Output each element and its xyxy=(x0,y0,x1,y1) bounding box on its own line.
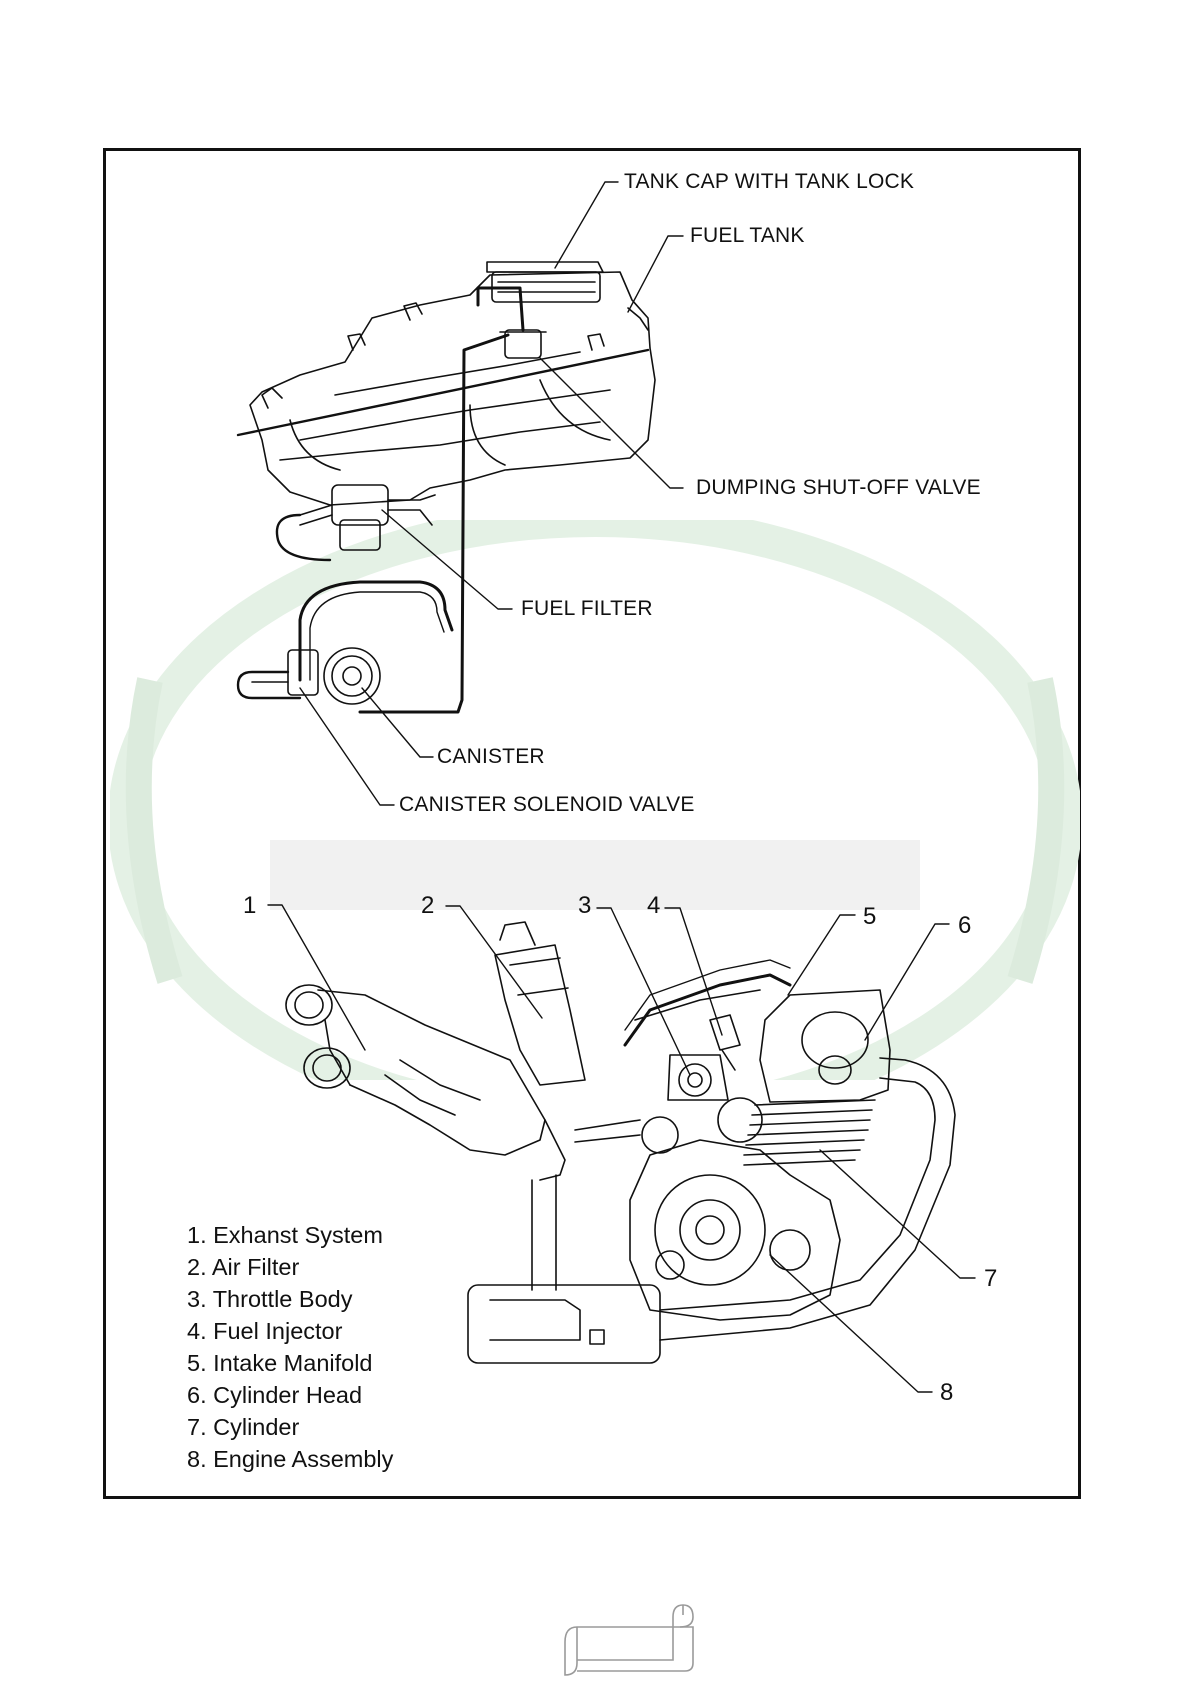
legend-item: 4. Fuel Injector xyxy=(187,1318,342,1345)
legend-item: 3. Throttle Body xyxy=(187,1286,352,1313)
callout-3: 3 xyxy=(578,892,591,920)
callout-1: 1 xyxy=(243,892,256,920)
legend-item: 7. Cylinder xyxy=(187,1414,299,1441)
legend-item: 2. Air Filter xyxy=(187,1254,299,1281)
callout-4: 4 xyxy=(647,892,660,920)
callout-2: 2 xyxy=(421,892,434,920)
callout-8: 8 xyxy=(940,1379,953,1407)
label-fuel-filter: FUEL FILTER xyxy=(521,597,653,621)
fuel-tank-drawing xyxy=(238,262,655,712)
callout-7: 7 xyxy=(984,1265,997,1293)
legend-item: 5. Intake Manifold xyxy=(187,1350,373,1377)
callout-6: 6 xyxy=(958,912,971,940)
label-tank-cap: TANK CAP WITH TANK LOCK xyxy=(624,170,914,194)
legend-item: 6. Cylinder Head xyxy=(187,1382,362,1409)
label-fuel-tank: FUEL TANK xyxy=(690,224,805,248)
engine-leader-lines xyxy=(268,905,975,1392)
label-canister: CANISTER xyxy=(437,745,545,769)
engine-drawing xyxy=(286,922,955,1363)
label-dumping-valve: DUMPING SHUT-OFF VALVE xyxy=(696,476,981,500)
legend-item: 8. Engine Assembly xyxy=(187,1446,393,1473)
page-scroll-icon xyxy=(555,1597,705,1677)
callout-5: 5 xyxy=(863,903,876,931)
legend-item: 1. Exhanst System xyxy=(187,1222,383,1249)
label-canister-solenoid: CANISTER SOLENOID VALVE xyxy=(399,793,695,817)
